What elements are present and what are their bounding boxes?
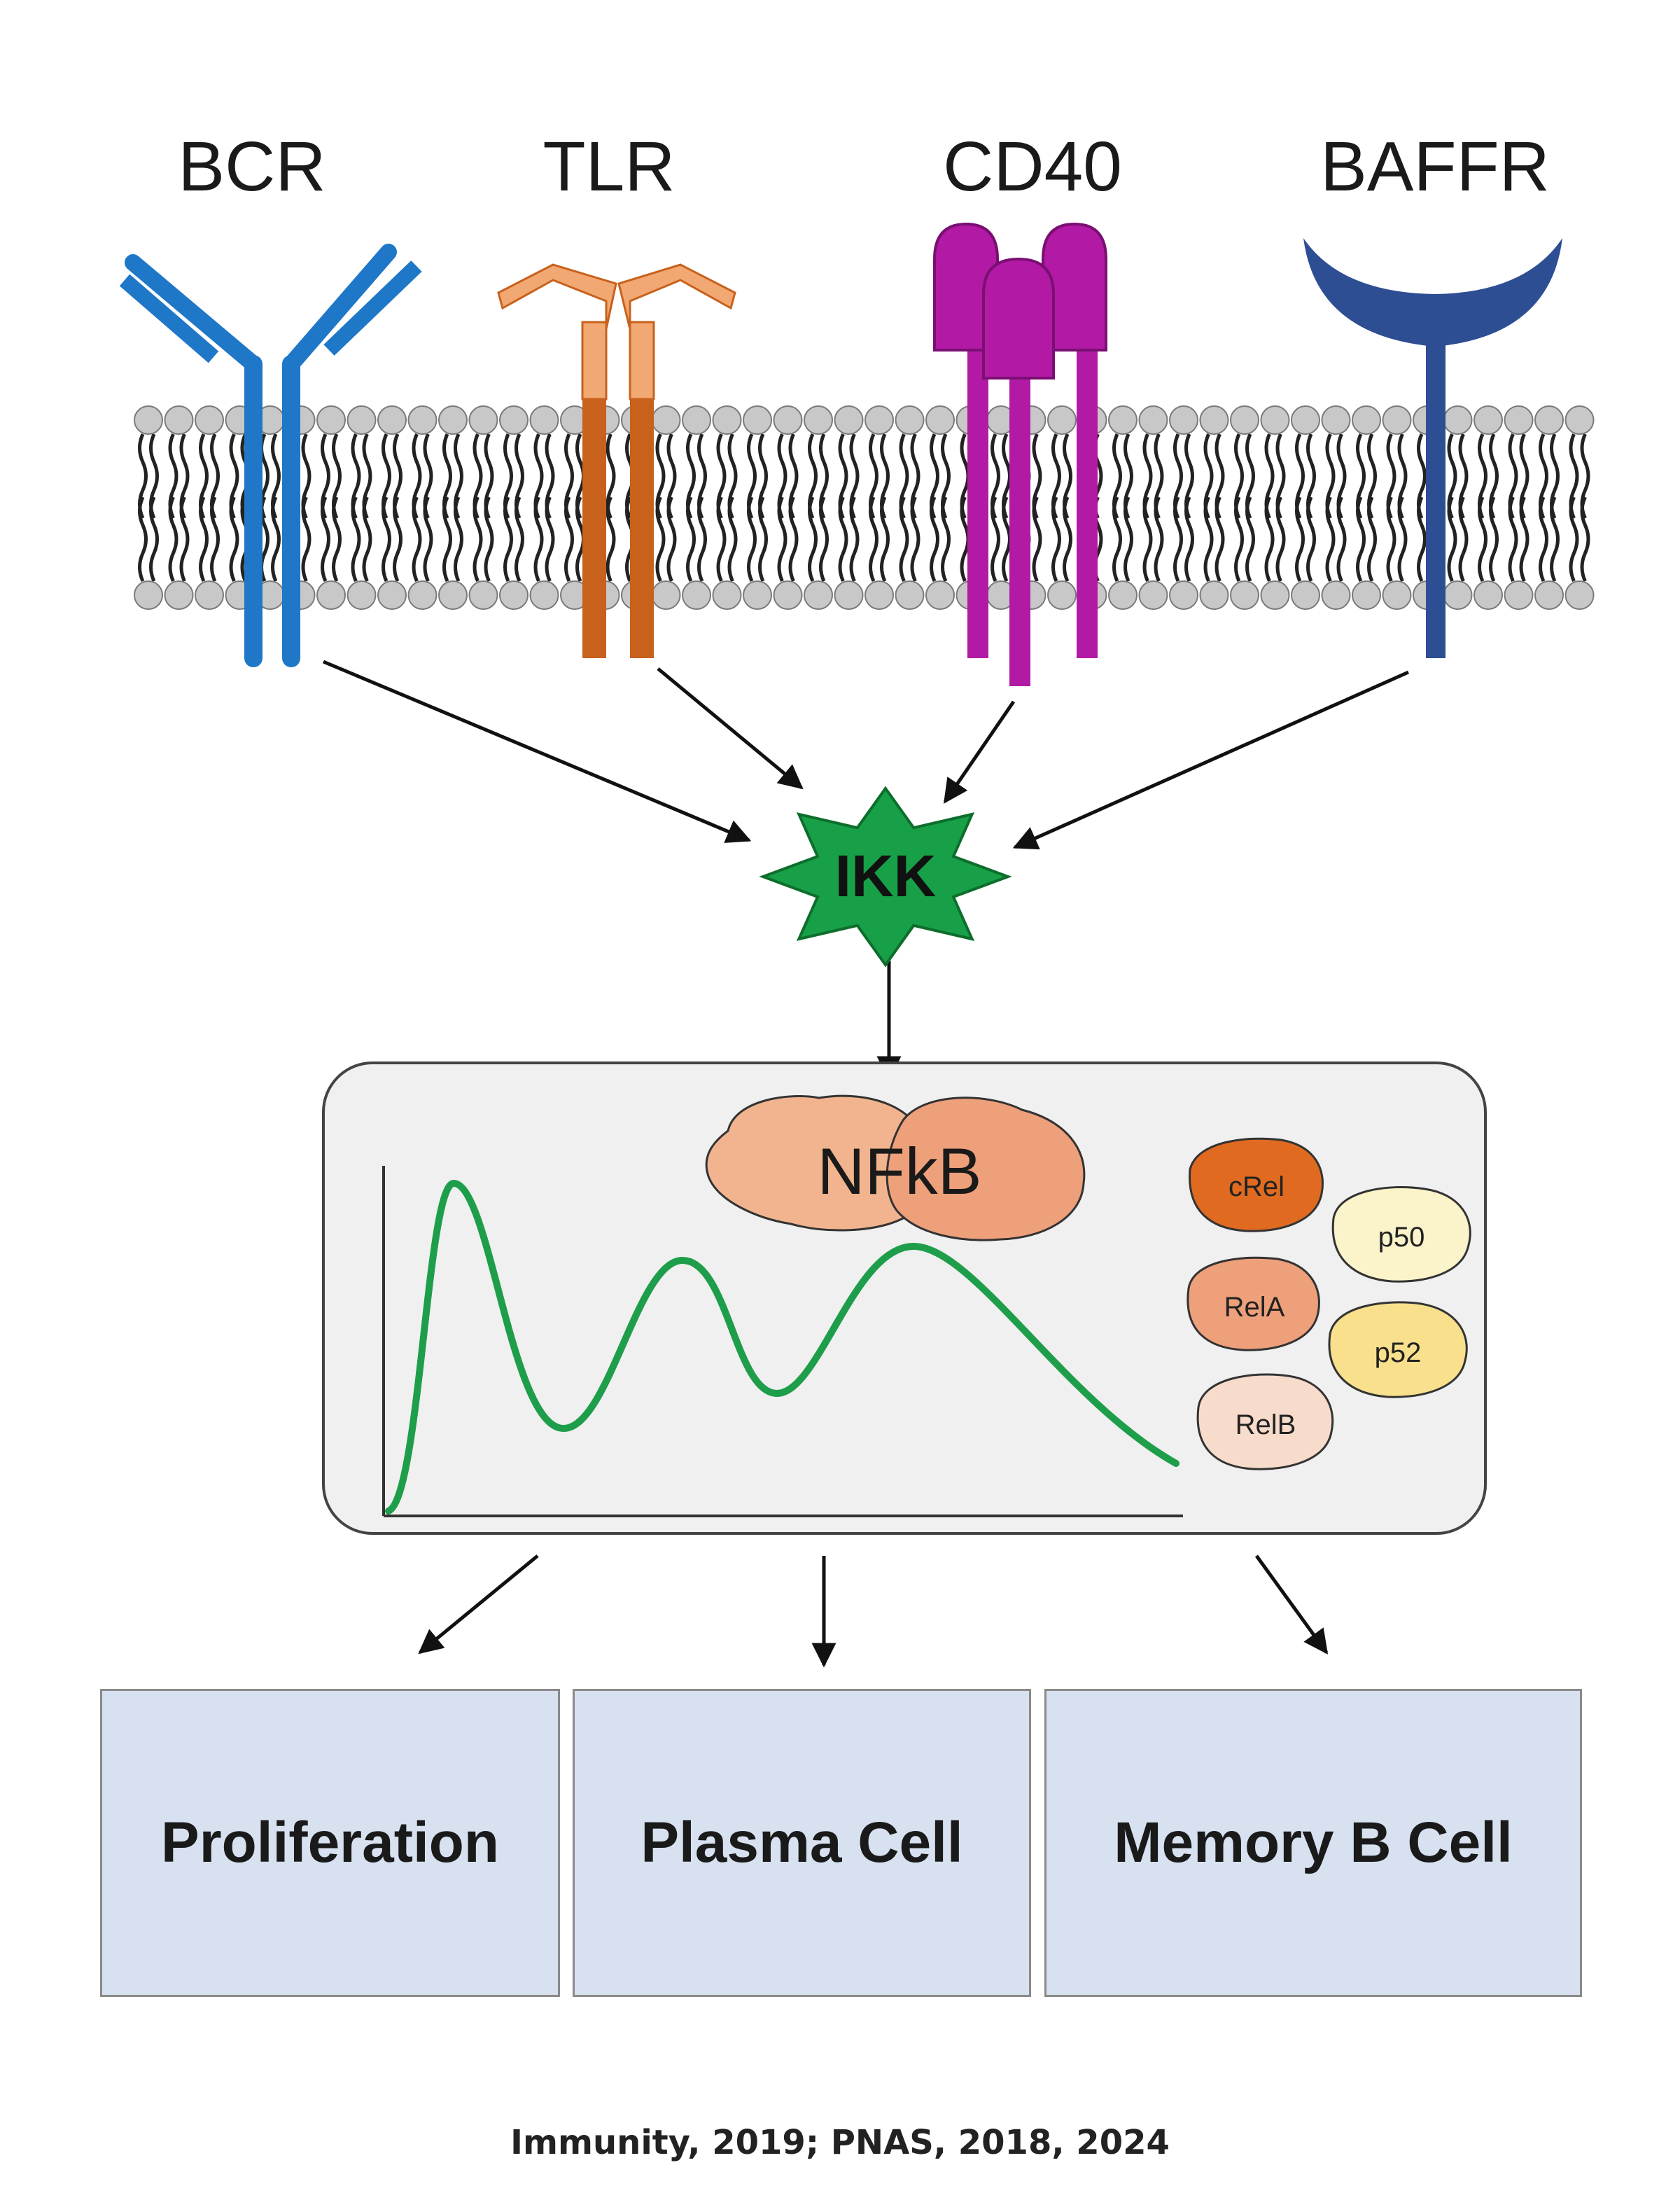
signal-arrows	[323, 660, 1410, 1081]
subunit-crel: cRel	[1189, 1137, 1324, 1232]
outcome-memory-b-cell-label: Memory B Cell	[1114, 1811, 1513, 1874]
lipid-bilayer-membrane	[134, 405, 1595, 610]
nfkb-label: NFkB	[818, 1134, 982, 1208]
bcr-label: BCR	[178, 127, 326, 206]
ikk-label: IKK	[835, 843, 937, 909]
outcome-proliferation-label: Proliferation	[161, 1811, 499, 1874]
ikk-kinase: IKK	[759, 786, 1012, 968]
cd40-label: CD40	[943, 127, 1122, 206]
outcome-plasma-cell: Plasma Cell	[573, 1689, 1031, 1997]
nfkb-blob-right	[886, 1097, 1086, 1241]
svg-text:cRel: cRel	[1228, 1171, 1284, 1202]
svg-text:RelA: RelA	[1224, 1292, 1285, 1323]
citation: Immunity, 2019; PNAS, 2018, 2024	[510, 2123, 1170, 2162]
subunit-p50: p50	[1331, 1185, 1471, 1283]
baffr-receptor-icon	[1303, 238, 1562, 658]
tlr-label: TLR	[543, 127, 676, 206]
subunit-rela: RelA	[1186, 1256, 1320, 1351]
outcome-arrows	[418, 1554, 1329, 1668]
cd40-receptor-icon	[933, 222, 1107, 686]
svg-text:p50: p50	[1378, 1222, 1425, 1253]
outcome-memory-b-cell: Memory B Cell	[1044, 1689, 1582, 1997]
baffr-label: BAFFR	[1320, 127, 1550, 206]
nfkb-activity-curve	[385, 1179, 1180, 1515]
tlr-receptor-icon	[497, 263, 736, 658]
svg-text:p52: p52	[1375, 1337, 1422, 1368]
subunit-p52: p52	[1328, 1301, 1468, 1398]
svg-text:RelB: RelB	[1236, 1409, 1296, 1440]
outcome-plasma-cell-label: Plasma Cell	[640, 1811, 963, 1874]
outcome-proliferation: Proliferation	[100, 1689, 560, 1997]
subunit-relb: RelB	[1196, 1373, 1334, 1470]
bcr-receptor-icon	[119, 244, 422, 667]
nfkb-panel: NFkB cRel RelA RelB p50 p52	[322, 1061, 1487, 1535]
